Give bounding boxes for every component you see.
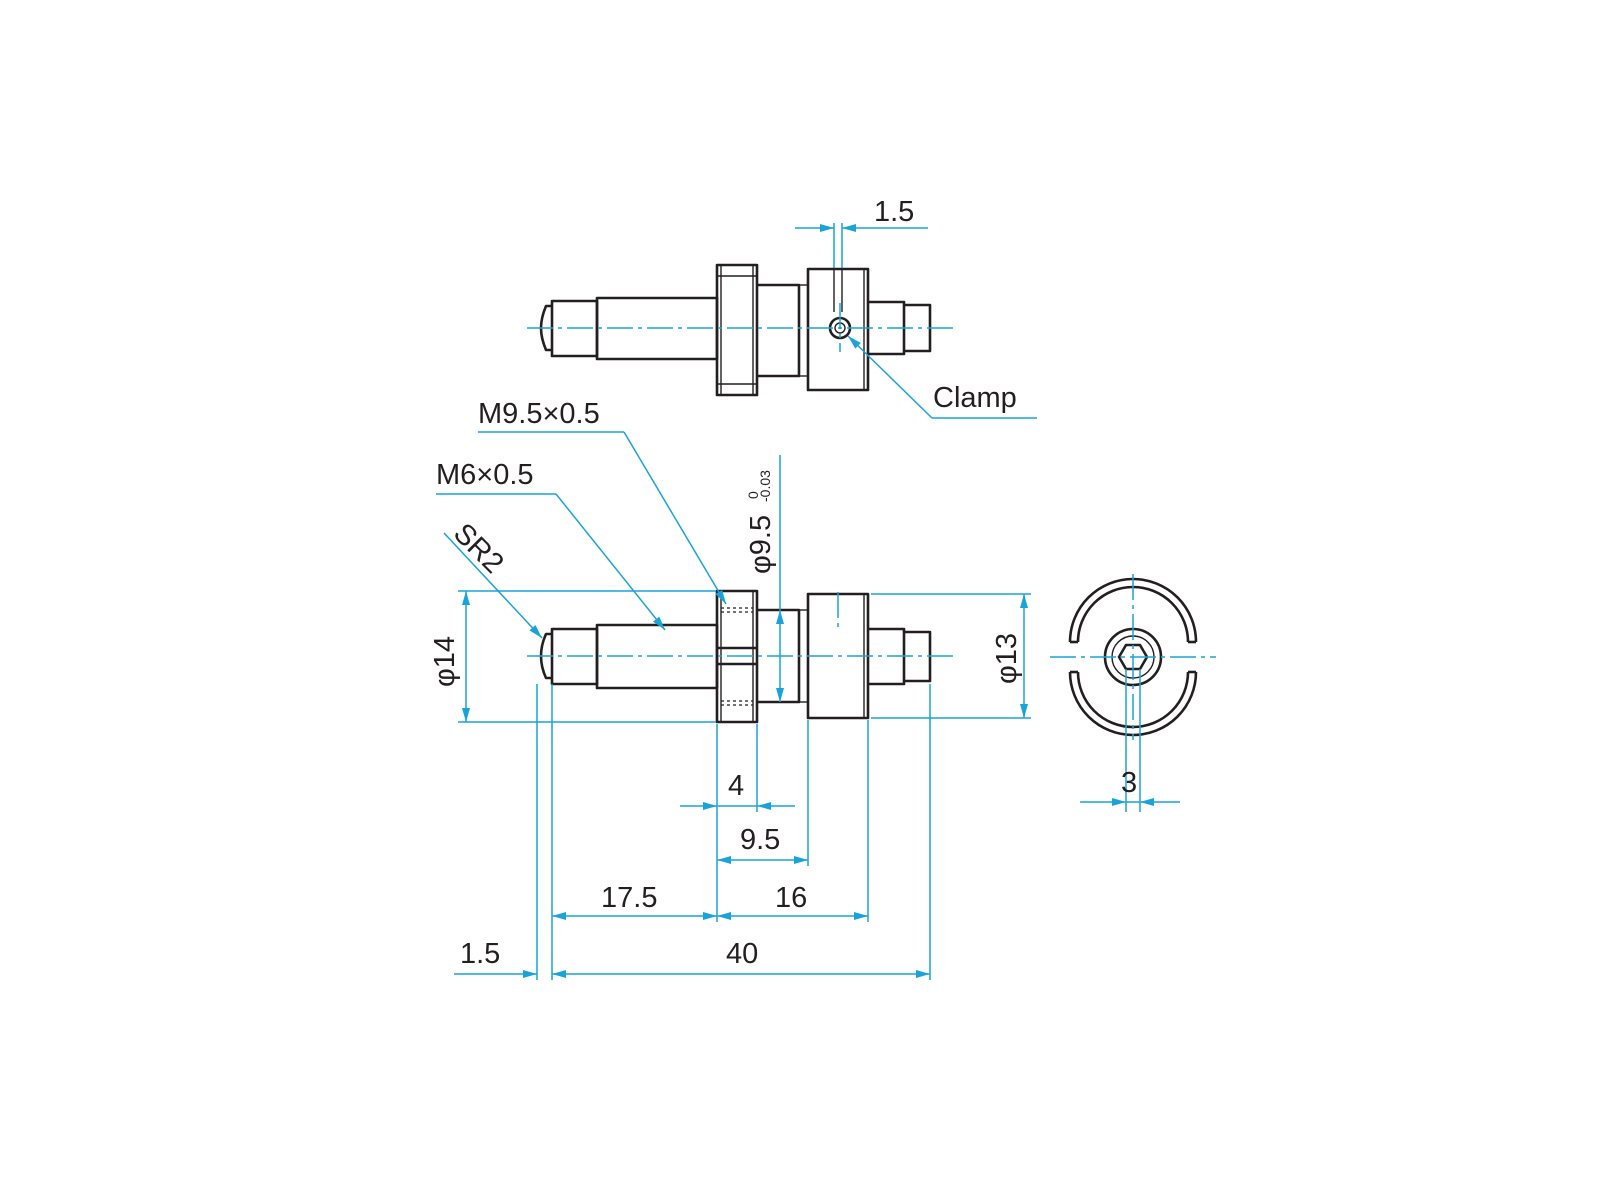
dim-tip-radius-label: 1.5 bbox=[460, 938, 500, 970]
dim-hex-socket-label: 3 bbox=[1121, 767, 1137, 799]
thread-m95-callout: M9.5×0.5 bbox=[478, 398, 730, 607]
thread-m6-label: M6×0.5 bbox=[436, 459, 534, 491]
thread-m6-callout: M6×0.5 bbox=[436, 459, 669, 633]
dim-flange-to-body-label: 9.5 bbox=[740, 824, 780, 856]
top-view: 1.5 Clamp bbox=[527, 196, 1037, 419]
dim-slot-width: 1.5 bbox=[795, 196, 928, 268]
dim-body-diameter-label: φ13 bbox=[991, 633, 1023, 684]
dim-overall: 1.5 40 bbox=[454, 938, 930, 978]
extension-lines bbox=[536, 684, 931, 980]
front-view: M9.5×0.5 M6×0.5 SR2 φ14 bbox=[429, 398, 1031, 980]
dim-overall-length-label: 40 bbox=[726, 938, 758, 970]
top-view-part-outline bbox=[539, 263, 932, 397]
clamp-callout: Clamp bbox=[845, 333, 1037, 419]
thread-m95-label: M9.5×0.5 bbox=[478, 398, 600, 430]
dim-shaft-diameter-label: φ9.5 bbox=[745, 515, 777, 574]
dim-flange-diameter-label: φ14 bbox=[429, 636, 461, 687]
dim-hex-socket: 3 bbox=[1080, 669, 1180, 812]
dim-shaft-tol-upper: 0 bbox=[745, 491, 761, 499]
dim-slot-width-label: 1.5 bbox=[874, 196, 914, 228]
dim-flange-thickness: 4 bbox=[680, 770, 795, 810]
dim-shaft-tol-lower: -0.03 bbox=[757, 470, 773, 502]
clamp-label: Clamp bbox=[933, 382, 1017, 414]
dim-shaft-diameter: φ9.5 0 -0.03 bbox=[745, 455, 784, 702]
dim-body-diameter: φ13 bbox=[871, 593, 1031, 719]
dim-flange-to-body: 9.5 bbox=[717, 824, 808, 864]
dim-flange-diameter: φ14 bbox=[429, 590, 716, 723]
dim-tip-to-flange-label: 17.5 bbox=[601, 882, 657, 914]
dim-flange-thickness-label: 4 bbox=[728, 770, 744, 802]
sphere-radius-callout: SR2 bbox=[443, 517, 545, 641]
end-view: 3 bbox=[1050, 574, 1216, 812]
dim-flange-to-body-end-label: 16 bbox=[775, 882, 807, 914]
dim-tip-to-flange: 17.5 16 bbox=[552, 882, 868, 920]
